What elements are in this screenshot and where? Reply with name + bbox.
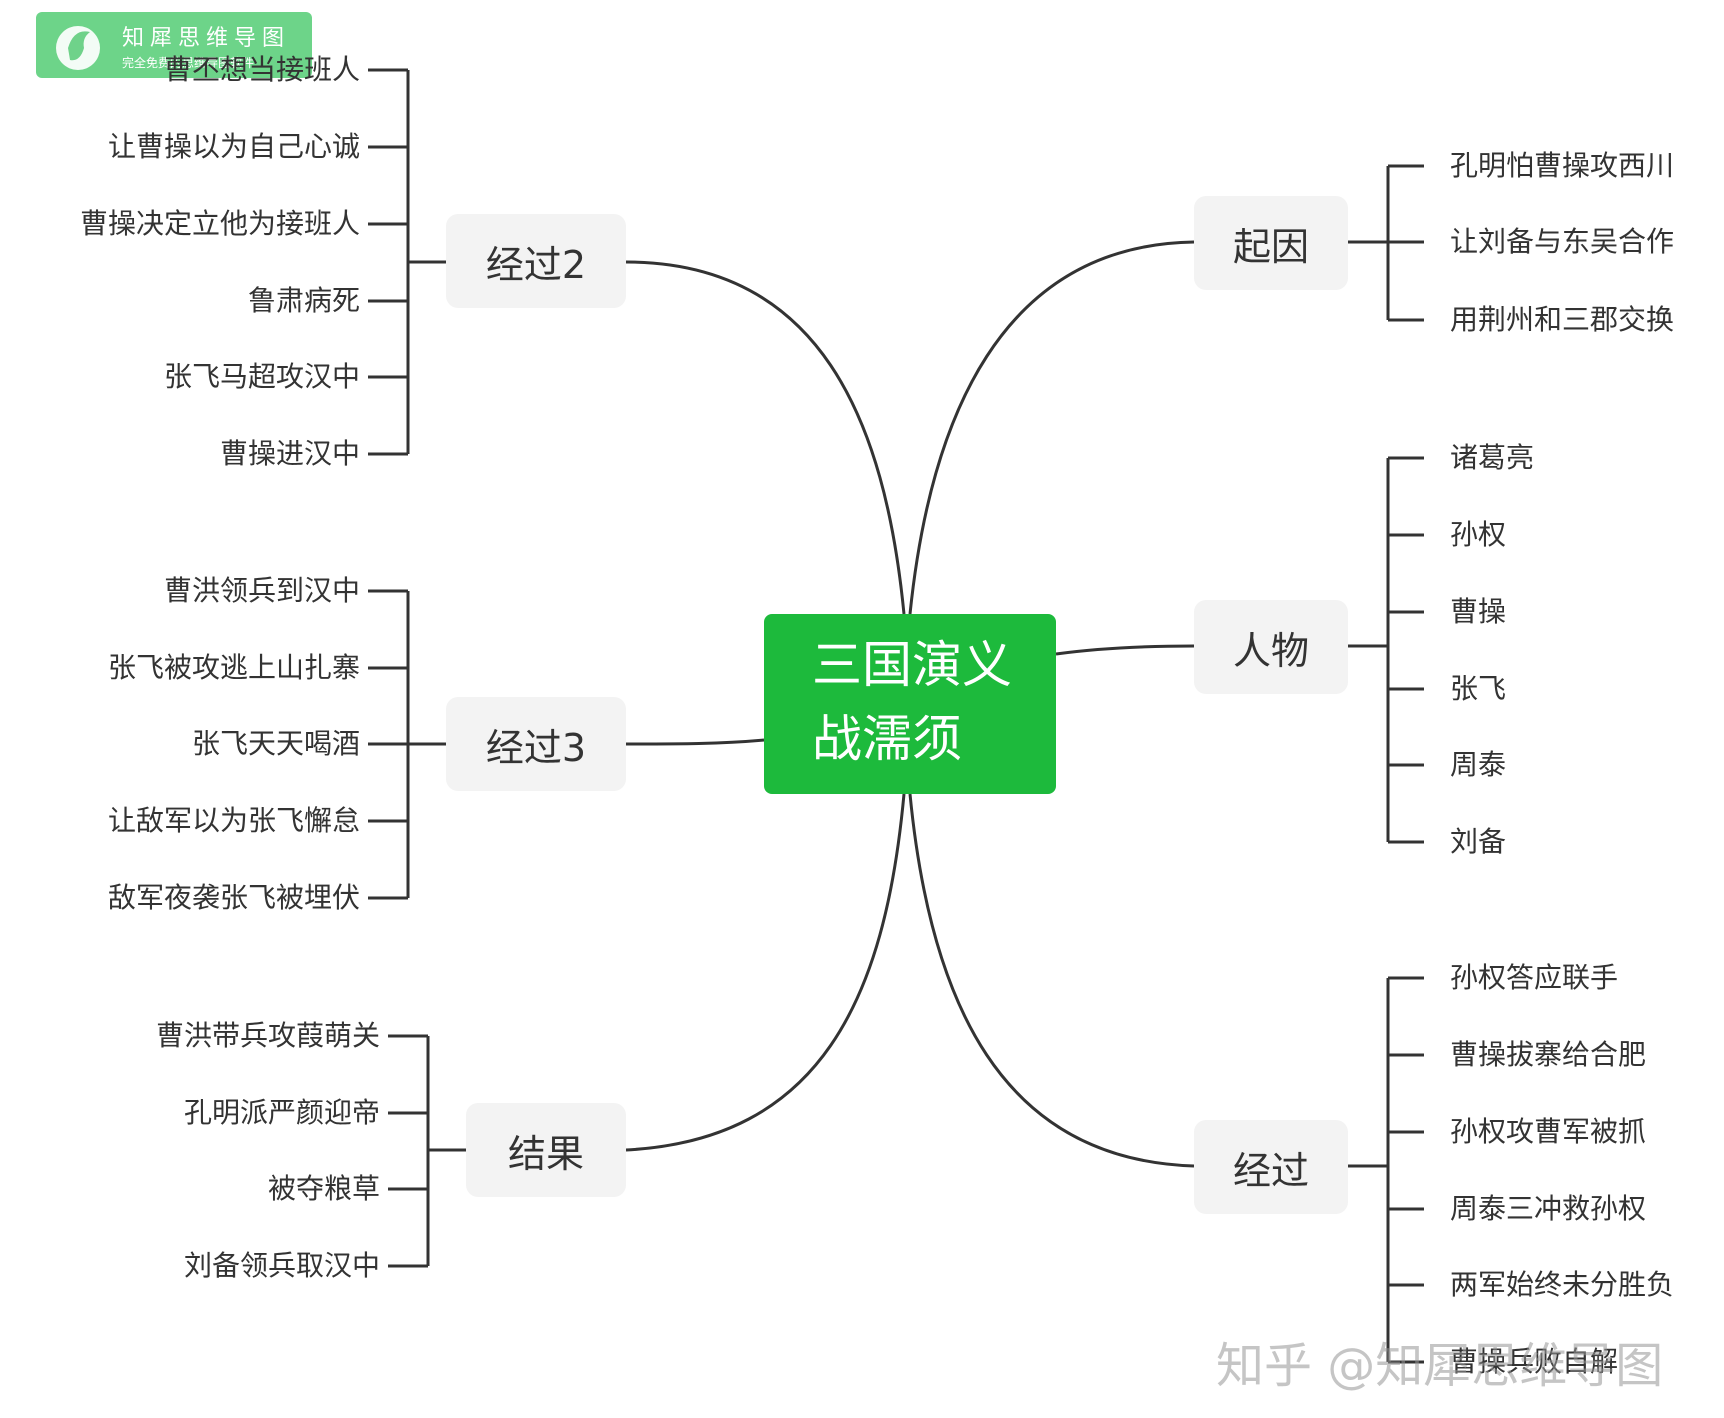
rhino-icon: [56, 26, 100, 70]
leaf-renwu-5[interactable]: 周泰: [1450, 748, 1507, 781]
leaf-renwu-3[interactable]: 曹操: [1450, 595, 1507, 628]
central-topic[interactable]: 三国演义 战濡须: [764, 614, 1056, 794]
leaf-renwu-1[interactable]: 诸葛亮: [1450, 441, 1535, 474]
link-center-renwu: [1055, 644, 1195, 656]
leaf-jieguo-4[interactable]: 刘备领兵取汉中: [183, 1249, 380, 1282]
link-center-qiyin: [908, 240, 1195, 615]
leaf-qiyin-2[interactable]: 让刘备与东吴合作: [1450, 225, 1675, 258]
leaf-jingguo3-4[interactable]: 让敌军以为张飞懈怠: [107, 804, 360, 837]
leaf-jingguo3-3[interactable]: 张飞天天喝酒: [191, 727, 360, 760]
leaf-jieguo-1[interactable]: 曹洪带兵攻葭萌关: [155, 1019, 380, 1052]
leaf-jingguo-3[interactable]: 孙权攻曹军被抓: [1450, 1115, 1647, 1148]
link-center-jingguo: [908, 793, 1195, 1168]
logo-title: 知犀思维导图: [122, 26, 291, 51]
leaf-jingguo3-2[interactable]: 张飞被攻逃上山扎寨: [107, 651, 360, 684]
leaf-jingguo2-2[interactable]: 让曹操以为自己心诚: [107, 130, 360, 163]
branch-jingguo2[interactable]: 经过2: [446, 214, 626, 308]
leaf-renwu-6[interactable]: 刘备: [1450, 825, 1507, 858]
central-topic-line-2: 战濡须: [812, 710, 962, 768]
logo-subtitle: 完全免费的思维导图软件: [122, 56, 255, 70]
link-center-jingguo2: [625, 260, 906, 615]
leaf-qiyin-3[interactable]: 用荆州和三郡交换: [1450, 303, 1675, 336]
leaf-jingguo2-1[interactable]: 曹丕想当接班人: [163, 53, 360, 86]
branch-jieguo[interactable]: 结果: [466, 1103, 626, 1197]
leaf-jingguo-6[interactable]: 曹操兵败自解: [1450, 1345, 1619, 1378]
leaf-renwu-4[interactable]: 张飞: [1450, 672, 1507, 705]
leaf-jingguo-5[interactable]: 两军始终未分胜负: [1450, 1268, 1675, 1301]
leaf-jingguo-1[interactable]: 孙权答应联手: [1450, 961, 1619, 994]
leaf-jieguo-2[interactable]: 孔明派严颜迎帝: [183, 1096, 380, 1129]
leaf-qiyin-1[interactable]: 孔明怕曹操攻西川: [1450, 149, 1675, 182]
branch-jingguo[interactable]: 经过: [1194, 1120, 1348, 1214]
leaf-jingguo2-3[interactable]: 曹操决定立他为接班人: [79, 207, 360, 240]
link-center-jieguo: [625, 793, 906, 1152]
bracket-qiyin: [1348, 164, 1424, 322]
zhihu-watermark: 知乎 @知犀思维导图: [1216, 1338, 1664, 1394]
leaf-jingguo2-5[interactable]: 张飞马超攻汉中: [163, 360, 360, 393]
leaf-jieguo-3[interactable]: 被夺粮草: [267, 1172, 380, 1205]
leaf-jingguo2-6[interactable]: 曹操进汉中: [219, 437, 360, 470]
central-topic-line-1: 三国演义: [812, 636, 1012, 694]
leaf-renwu-2[interactable]: 孙权: [1450, 518, 1507, 551]
leaf-jingguo2-4[interactable]: 鲁肃病死: [247, 284, 360, 317]
leaf-jingguo-2[interactable]: 曹操拔寨给合肥: [1450, 1038, 1647, 1071]
leaf-jingguo3-5[interactable]: 敌军夜袭张飞被埋伏: [107, 881, 360, 914]
bracket-jingguo: [1348, 976, 1424, 1364]
bracket-jingguo2: [368, 68, 446, 456]
branch-renwu[interactable]: 人物: [1194, 600, 1348, 694]
brand-logo: 知犀思维导图 完全免费的思维导图软件: [36, 12, 312, 78]
bracket-jingguo3: [368, 589, 446, 900]
leaf-jingguo-4[interactable]: 周泰三冲救孙权: [1450, 1192, 1647, 1225]
link-center-jingguo3: [625, 738, 765, 746]
leaf-jingguo3-1[interactable]: 曹洪领兵到汉中: [163, 574, 360, 607]
bracket-jieguo: [388, 1034, 466, 1268]
bracket-renwu: [1348, 456, 1424, 844]
branch-qiyin[interactable]: 起因: [1194, 196, 1348, 290]
branch-jingguo3[interactable]: 经过3: [446, 697, 626, 791]
